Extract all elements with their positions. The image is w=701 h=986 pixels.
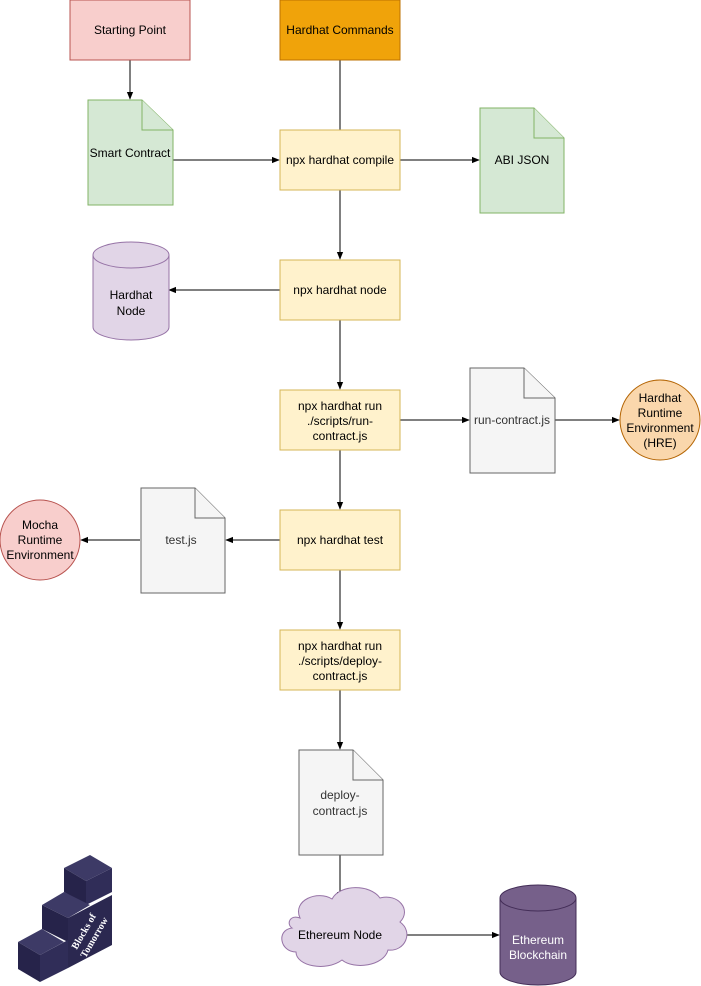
edges <box>80 60 620 939</box>
run-contract-file-label: run-contract.js <box>474 413 550 427</box>
hardhat-node-db-line2: Node <box>117 304 146 318</box>
hre-line4: (HRE) <box>643 436 676 450</box>
abi-json-doc: ABI JSON <box>479 107 565 214</box>
deploy-command-line1: npx hardhat run <box>298 639 382 653</box>
mocha-line2: Runtime <box>18 533 63 547</box>
run-contract-file-doc: run-contract.js <box>469 367 556 474</box>
starting-point-label: Starting Point <box>94 23 167 37</box>
ethereum-node-cloud: Ethereum Node <box>281 887 408 967</box>
hardhat-node-db-line1: Hardhat <box>110 288 153 302</box>
ethereum-blockchain-line2: Blockchain <box>509 948 567 962</box>
deploy-command-line2: ./scripts/deploy- <box>298 654 382 668</box>
smart-contract-doc: Smart Contract <box>87 99 174 206</box>
test-file-label: test.js <box>165 533 196 547</box>
mocha-circle: Mocha Runtime Environment <box>0 499 81 581</box>
hardhat-commands-box: Hardhat Commands <box>279 0 401 61</box>
hardhat-node-database: Hardhat Node <box>92 241 170 341</box>
starting-point-box: Starting Point <box>69 0 191 61</box>
test-file-doc: test.js <box>140 487 226 594</box>
blocks-of-tomorrow-logo: Blocks of Tomorrow <box>18 855 112 982</box>
hre-line2: Runtime <box>638 406 683 420</box>
node-command-box: npx hardhat node <box>279 259 401 321</box>
hre-line1: Hardhat <box>639 391 682 405</box>
hre-line3: Environment <box>626 421 694 435</box>
mocha-line1: Mocha <box>22 518 58 532</box>
smart-contract-label: Smart Contract <box>90 146 171 160</box>
ethereum-blockchain-database: Ethereum Blockchain <box>499 884 577 986</box>
abi-json-label: ABI JSON <box>495 153 550 167</box>
ethereum-node-label: Ethereum Node <box>298 928 382 942</box>
run-command-line2: ./scripts/run- <box>307 414 373 428</box>
compile-command-box: npx hardhat compile <box>279 129 401 191</box>
ethereum-blockchain-line1: Ethereum <box>512 933 564 947</box>
mocha-line3: Environment <box>6 548 74 562</box>
test-command-label: npx hardhat test <box>297 533 384 547</box>
run-command-line1: npx hardhat run <box>298 399 382 413</box>
deploy-file-line1: deploy- <box>320 788 359 802</box>
deploy-command-box: npx hardhat run ./scripts/deploy- contra… <box>279 629 401 691</box>
deploy-contract-file-doc: deploy- contract.js <box>298 749 384 856</box>
node-command-label: npx hardhat node <box>293 283 387 297</box>
deploy-file-line2: contract.js <box>313 804 368 818</box>
compile-command-label: npx hardhat compile <box>286 153 394 167</box>
hardhat-commands-label: Hardhat Commands <box>286 23 393 37</box>
deploy-command-line3: contract.js <box>313 669 368 683</box>
hre-circle: Hardhat Runtime Environment (HRE) <box>619 379 701 461</box>
run-command-box: npx hardhat run ./scripts/run- contract.… <box>279 389 401 451</box>
test-command-box: npx hardhat test <box>279 509 401 571</box>
run-command-line3: contract.js <box>313 429 368 443</box>
